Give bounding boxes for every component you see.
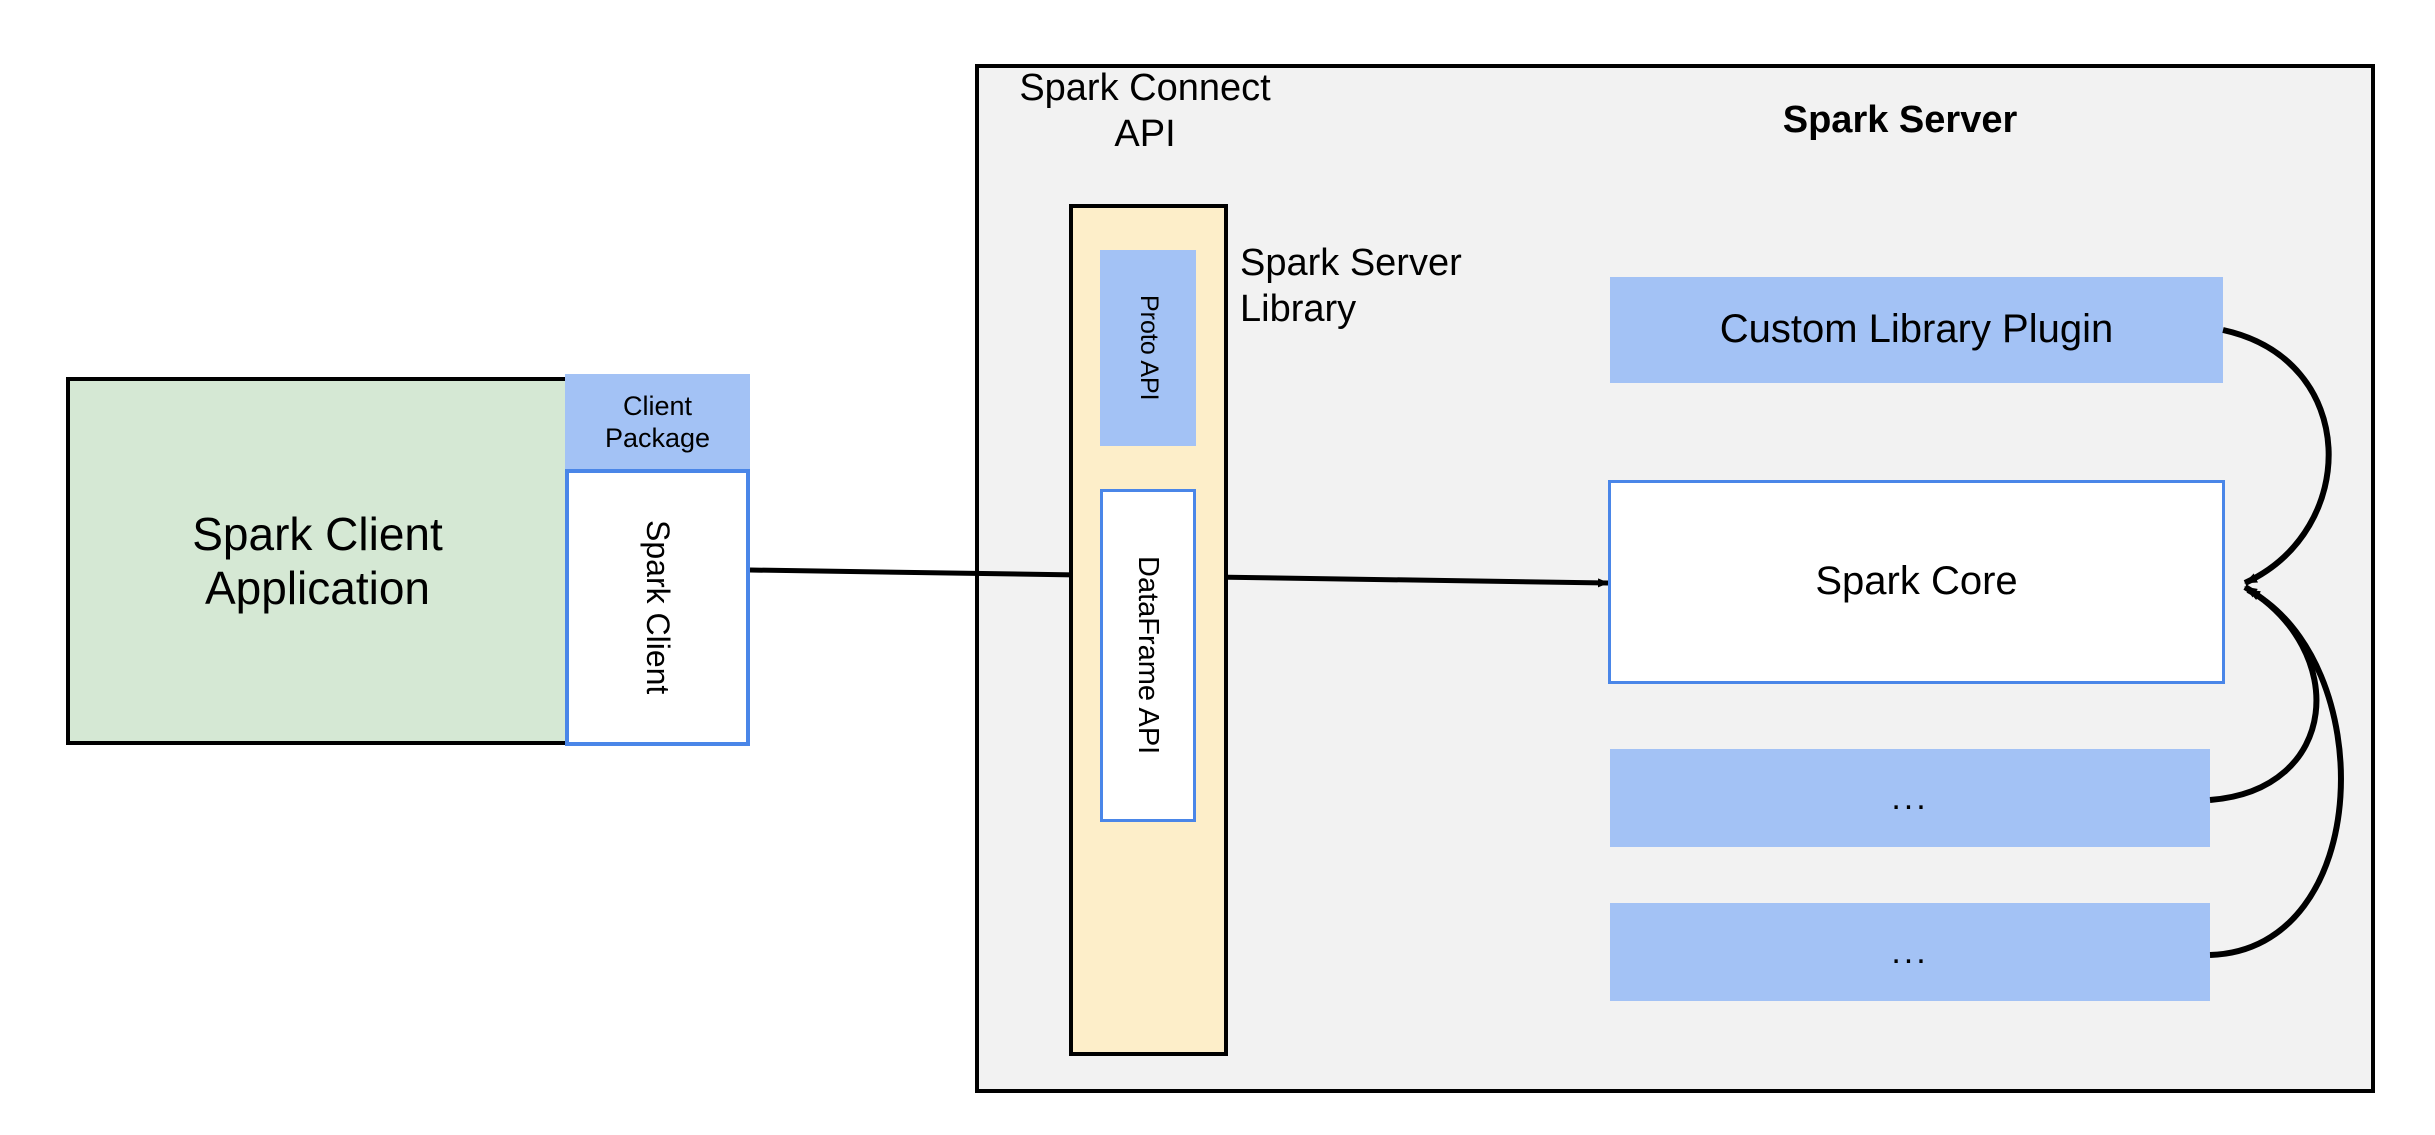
spark-core-box[interactable]: Spark Core xyxy=(1608,480,2225,684)
proto-api-box[interactable]: Proto API xyxy=(1100,250,1196,446)
spark-client-label: Spark Client xyxy=(640,520,676,695)
spark-client-box[interactable]: Spark Client xyxy=(565,469,750,746)
custom-library-plugin-box[interactable]: Custom Library Plugin xyxy=(1610,277,2223,383)
client-package-label: Client Package xyxy=(565,374,750,470)
placeholder-box-1[interactable]: ... xyxy=(1610,749,2210,847)
placeholder-box-2[interactable]: ... xyxy=(1610,903,2210,1001)
spark-server-library-label: Spark Server Library xyxy=(1240,241,1462,330)
proto-api-label: Proto API xyxy=(1134,295,1163,401)
spark-server-title: Spark Server xyxy=(1782,98,2018,141)
dataframe-api-label: DataFrame API xyxy=(1132,556,1165,755)
spark-client-application-box[interactable]: Spark Client Application xyxy=(66,377,569,745)
client-package-group: Client Package Spark Client xyxy=(565,374,750,746)
dataframe-api-box[interactable]: DataFrame API xyxy=(1100,489,1196,822)
spark-connect-api-label: Spark Connect API xyxy=(1019,66,1271,155)
